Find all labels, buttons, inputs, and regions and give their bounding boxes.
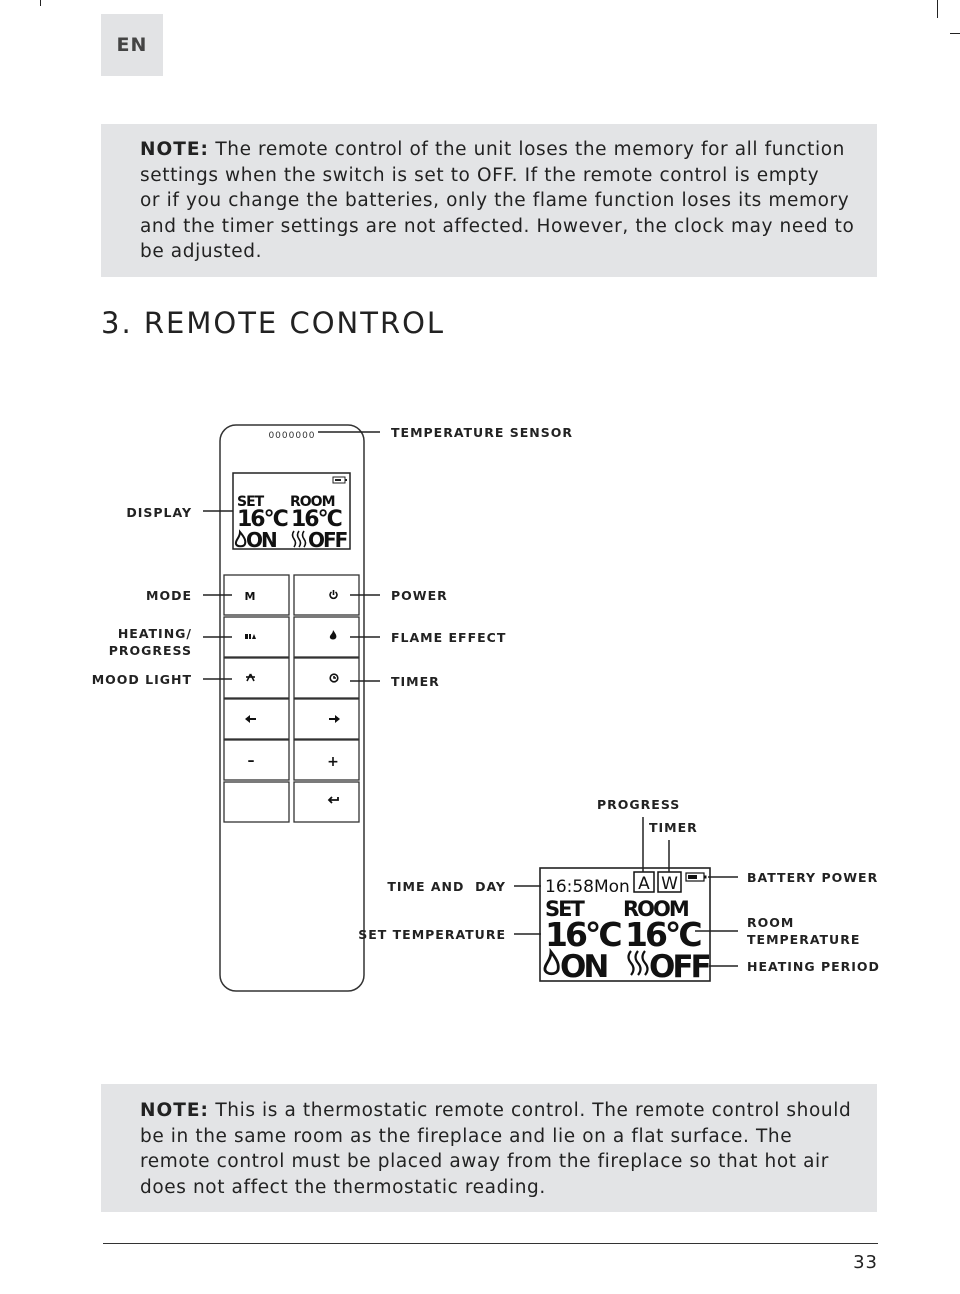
note-bottom-line-1: NOTE: This is a thermostatic remote cont… — [140, 1100, 852, 1121]
note-top-line-5: be adjusted. — [140, 241, 263, 262]
plus-button[interactable] — [293, 739, 360, 781]
note-bottom-line-4: does not affect the thermostatic reading… — [140, 1176, 546, 1198]
note-bottom-prefix: NOTE: — [140, 1100, 209, 1121]
detail-set: SET — [545, 897, 585, 921]
label-battery-power: BATTERY POWER — [747, 870, 879, 885]
minus-button[interactable] — [223, 739, 290, 781]
heating-progress-icon — [245, 634, 256, 639]
remote-display-set: SET — [237, 494, 265, 510]
mood-light-icon — [246, 673, 255, 682]
note-top-line-4: and the timer settings are not affected.… — [140, 215, 855, 237]
detail-mode-a: A — [638, 874, 650, 894]
label-display: DISPLAY — [126, 505, 192, 520]
detail-flame-icon — [543, 947, 560, 976]
detail-set-temp: 16°C — [545, 915, 621, 954]
remote-display-heat: OFF — [308, 528, 347, 552]
minus-button-label: – — [248, 753, 255, 769]
label-time-and-day: TIME AND DAY — [387, 879, 506, 894]
enter-button[interactable] — [293, 781, 360, 823]
footer-rule — [103, 1243, 878, 1244]
left-button[interactable] — [223, 698, 290, 740]
label-progress: PROGRESS — [597, 797, 681, 812]
detail-battery-icon — [685, 872, 707, 882]
remote-display-set-temp: 16°C — [237, 507, 288, 532]
heating-progress-button[interactable] — [223, 616, 290, 658]
power-icon — [329, 590, 338, 600]
language-badge: EN — [101, 14, 163, 76]
power-button[interactable] — [293, 574, 360, 616]
label-detail-timer: TIMER — [649, 820, 698, 835]
detail-heat: OFF — [649, 949, 710, 985]
note-top-line-3: or if you change the batteries, only the… — [140, 190, 850, 211]
section-title: 3. REMOTE CONTROL — [101, 306, 446, 340]
detail-room-temp: 16°C — [625, 915, 701, 954]
label-heating-progress-line-2: PROGRESS — [108, 643, 192, 658]
flame-icon — [234, 529, 247, 548]
detail-mode-a-box — [633, 871, 655, 893]
return-arrow-icon — [327, 796, 339, 804]
mode-button-label: M — [245, 590, 256, 603]
label-room-temperature-line-2: TEMPERATURE — [747, 932, 861, 947]
label-heating-progress: HEATING/ PROGRESS — [90, 625, 192, 659]
label-room-temperature-line-1: ROOM — [747, 915, 795, 930]
detail-flame: ON — [560, 949, 607, 985]
label-temperature-sensor: TEMPERATURE SENSOR — [391, 425, 573, 440]
detail-mode-w: W — [661, 874, 678, 894]
note-bottom: NOTE: This is a thermostatic remote cont… — [101, 1084, 877, 1212]
label-heating-progress-line-1: HEATING/ — [117, 626, 192, 641]
label-power: POWER — [391, 588, 448, 603]
label-heating-period: HEATING PERIOD — [747, 959, 880, 974]
crop-mark-right-h — [950, 33, 960, 34]
detail-display — [539, 867, 711, 982]
label-mood-light: MOOD LIGHT — [91, 672, 192, 687]
note-top-line-1: NOTE: The remote control of the unit los… — [140, 139, 845, 160]
mood-light-button[interactable] — [223, 657, 290, 699]
note-bottom-line-3: remote control must be placed away from … — [140, 1151, 830, 1172]
arrow-right-icon — [329, 715, 340, 723]
battery-icon — [332, 476, 347, 484]
page-number: 33 — [853, 1252, 878, 1273]
note-top: NOTE: The remote control of the unit los… — [101, 124, 877, 277]
remote-display-flame: ON — [246, 528, 276, 552]
detail-heat-waves-icon — [627, 950, 649, 976]
note-top-line-2: settings when the switch is set to OFF. … — [140, 164, 820, 186]
timer-button[interactable] — [293, 657, 360, 699]
flame-effect-button[interactable] — [293, 616, 360, 658]
blank-button[interactable] — [223, 781, 290, 823]
note-top-prefix: NOTE: — [140, 139, 209, 160]
flame-effect-icon — [329, 630, 337, 640]
arrow-left-icon — [245, 715, 256, 723]
label-flame-effect: FLAME EFFECT — [391, 630, 507, 645]
detail-time-day: 16:58Mon — [545, 877, 630, 897]
right-button[interactable] — [293, 698, 360, 740]
plus-button-label: + — [327, 754, 339, 770]
crop-mark-left — [40, 0, 41, 6]
detail-room: ROOM — [623, 897, 688, 921]
sensor-text: 0000000 — [268, 431, 315, 441]
mode-button[interactable] — [223, 574, 290, 616]
label-timer: TIMER — [391, 674, 440, 689]
label-room-temperature: ROOM TEMPERATURE — [747, 914, 860, 948]
heat-waves-icon — [291, 530, 307, 548]
crop-mark-right — [937, 0, 938, 18]
label-set-temperature: SET TEMPERATURE — [358, 927, 506, 942]
clock-icon — [329, 673, 339, 683]
label-mode: MODE — [146, 588, 192, 603]
remote-display-room: ROOM — [290, 494, 335, 510]
note-bottom-line-2: be in the same room as the fireplace and… — [140, 1125, 793, 1147]
remote-body — [219, 424, 365, 992]
remote-display-room-temp: 16°C — [291, 507, 342, 532]
